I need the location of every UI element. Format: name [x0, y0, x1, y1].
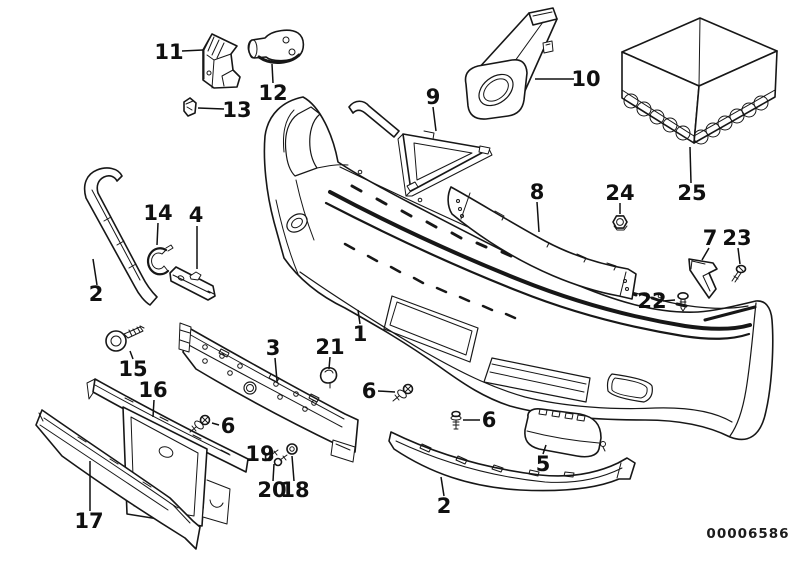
part-4-bracket: [169, 266, 216, 301]
part-callout-23: 23: [722, 226, 751, 250]
leader-line-25: [689, 146, 692, 184]
leader-line-2: [440, 476, 445, 497]
part-9-triangle-bracket: [348, 100, 493, 197]
leader-line-18: [291, 455, 295, 482]
leader-line-20: [272, 463, 275, 482]
leader-line-6: [377, 390, 396, 393]
part-17-lower-moulding: [35, 409, 201, 550]
leader-line-5: [542, 444, 547, 455]
part-19-screws: [264, 449, 288, 467]
bumper-grille-slots-lower: [343, 242, 517, 320]
part-7-corner-bracket: [688, 258, 718, 299]
part-callout-25: 25: [677, 181, 706, 205]
part-callout-5: 5: [536, 452, 551, 476]
part-callout-9: 9: [426, 85, 441, 109]
part-2-moulding-left: [83, 167, 158, 306]
leader-line-14: [156, 222, 159, 246]
part-3-impact-bar: [178, 322, 359, 463]
part-2-moulding-bottom: [388, 431, 636, 492]
part-callout-22: 22: [637, 289, 666, 313]
part-callout-4: 4: [189, 203, 204, 227]
leader-line-16: [152, 399, 155, 418]
part-callout-6: 6: [221, 414, 236, 438]
leader-line-15: [129, 350, 134, 360]
part-14-c-clip: [146, 244, 174, 276]
part-15-tow-eye: [105, 325, 145, 352]
part-callout-10: 10: [571, 67, 600, 91]
bumper-lip-crease: [299, 271, 733, 423]
bumper-licence-recess: [383, 295, 479, 363]
leader-line-8: [536, 201, 540, 233]
leader-line-12: [271, 63, 274, 84]
part-callout-14: 14: [143, 201, 172, 225]
part-callout-21: 21: [315, 335, 344, 359]
leader-line-11: [181, 49, 204, 52]
part-6-screw-a: [189, 414, 211, 433]
bumper-lower-grille: [483, 357, 591, 403]
part-callout-12: 12: [258, 81, 287, 105]
part-1-bumper-trim-panel: [263, 96, 774, 441]
part-18-washer: [286, 443, 298, 455]
part-8-trim-strip: [447, 186, 637, 300]
part-callout-3: 3: [266, 336, 281, 360]
leader-line-21: [328, 356, 331, 370]
part-callout-6: 6: [362, 379, 377, 403]
part-callout-6: 6: [482, 408, 497, 432]
leader-line-7: [701, 247, 710, 261]
part-callout-17: 17: [74, 509, 103, 533]
part-12-mounting-bracket: [247, 29, 305, 64]
part-callout-15: 15: [118, 357, 147, 381]
part-callout-24: 24: [605, 181, 634, 205]
leader-line-6: [211, 422, 220, 426]
bumper-corner-crease: [729, 302, 757, 437]
part-6-screw-b: [392, 383, 414, 402]
leader-line-3: [274, 357, 278, 382]
part-callout-2: 2: [437, 494, 452, 518]
part-callout-7: 7: [703, 226, 718, 250]
part-21-clip-nut: [319, 366, 338, 389]
part-13-clip: [183, 97, 197, 117]
part-callout-13: 13: [222, 98, 251, 122]
part-5-bump-guard: [524, 408, 606, 458]
part-callout-11: 11: [154, 40, 183, 64]
leader-line-13: [197, 107, 225, 110]
part-22-rivet: [677, 291, 689, 312]
bumper-left-vent: [286, 213, 308, 233]
part-callout-18: 18: [280, 478, 309, 502]
part-callout-1: 1: [353, 322, 368, 346]
part-callout-2: 2: [89, 282, 104, 306]
bumper-fog-cutout: [606, 373, 653, 403]
part-23-screw: [731, 264, 747, 283]
leader-line-22: [662, 299, 676, 302]
leader-line-2: [92, 258, 98, 286]
part-callout-16: 16: [138, 378, 167, 402]
part-11-support-bracket: [202, 33, 241, 89]
part-24-nut: [612, 215, 628, 231]
part-10-air-duct: [464, 7, 558, 120]
leader-line-23: [737, 247, 741, 265]
part-callout-19: 19: [245, 442, 274, 466]
leader-line-1: [357, 309, 361, 325]
part-6-screw-c: [450, 410, 462, 430]
bumper-rubstrip-groove: [328, 190, 752, 331]
part-callout-8: 8: [530, 180, 545, 204]
part-25-parts-box: [621, 17, 778, 145]
leader-line-9: [432, 106, 437, 132]
diagram-id-code: 00006586: [706, 526, 789, 542]
part-callout-20: 20: [257, 478, 286, 502]
